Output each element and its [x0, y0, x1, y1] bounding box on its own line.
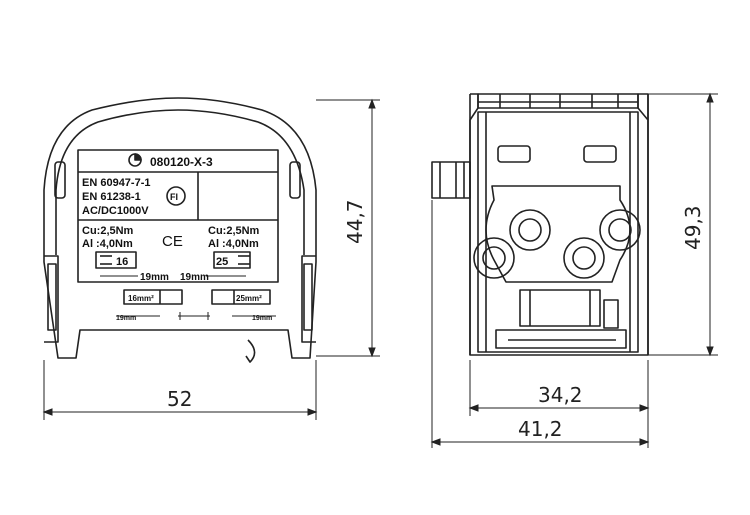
dim-side-height: 49,3	[681, 205, 705, 250]
torque-al-right: Al :4,0Nm	[208, 238, 259, 250]
ce-mark: CE	[162, 233, 183, 250]
dim-front-width: 52	[167, 387, 192, 411]
torque-cu-left: Cu:2,5Nm	[82, 225, 134, 237]
clamp-body	[485, 185, 631, 283]
right-clamp	[301, 255, 316, 343]
standard-2: EN 61238-1	[82, 191, 141, 203]
dim-side-total-width: 41,2	[518, 417, 563, 441]
bottom-left-label: 16mm²	[128, 294, 154, 303]
section-box-left	[95, 251, 137, 269]
bottom-box-left	[123, 289, 183, 305]
cert-icon	[166, 186, 186, 206]
hole-top-right	[599, 209, 641, 251]
torque-al-left: Al :4,0Nm	[82, 238, 133, 250]
dimension-text: 52 44,7 34,2 41,2 49,3	[167, 199, 705, 441]
section-box-right	[213, 251, 251, 269]
cert-mark: FI	[170, 192, 178, 202]
front-housing-outline	[43, 97, 317, 359]
hole-bottom-right	[563, 237, 605, 279]
left-clamp	[44, 255, 59, 343]
hole-top-left	[509, 209, 551, 251]
front-view	[43, 97, 317, 363]
front-label-text: 080120-X-3 EN 60947-7-1 EN 61238-1 AC/DC…	[82, 155, 272, 322]
side-body-outline	[469, 93, 649, 356]
window-right	[583, 145, 617, 163]
front-housing-inner	[55, 109, 305, 255]
part-number: 080120-X-3	[150, 155, 213, 169]
section-left: 16	[116, 256, 128, 268]
bottom-strip-right: 19mm	[252, 315, 272, 322]
bottom-right-label: 25mm²	[236, 294, 262, 303]
rating: AC/DC1000V	[82, 205, 149, 217]
strip-right: 19mm	[180, 272, 209, 283]
side-tab	[431, 161, 471, 199]
hole-bottom-left	[473, 237, 515, 279]
front-foot-hook	[245, 339, 256, 363]
left-clamp-inner	[47, 263, 57, 331]
right-clamp-inner	[303, 263, 313, 331]
torque-cu-right: Cu:2,5Nm	[208, 225, 260, 237]
dim-front-height: 44,7	[343, 199, 367, 244]
right-slot	[289, 161, 301, 199]
left-slot	[54, 161, 66, 199]
standard-1: EN 60947-7-1	[82, 177, 151, 189]
bottom-box-right	[211, 289, 271, 305]
section-right: 25	[216, 256, 228, 268]
strip-left: 19mm	[140, 272, 169, 283]
bottom-strip-left: 19mm	[116, 315, 136, 322]
dim-side-inner-width: 34,2	[538, 383, 583, 407]
side-view	[431, 93, 649, 356]
window-left	[497, 145, 531, 163]
